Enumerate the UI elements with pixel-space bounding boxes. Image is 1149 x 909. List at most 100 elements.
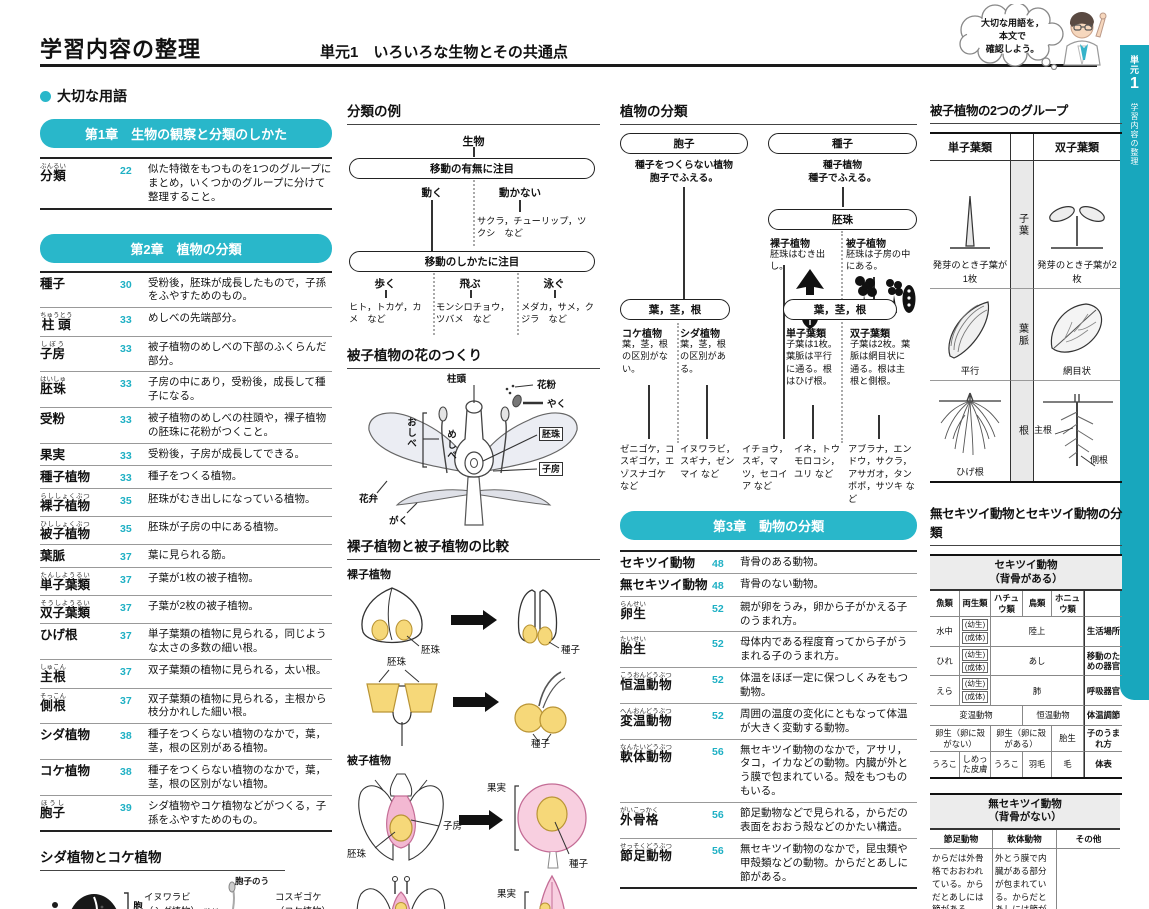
breathing-lungs: 肺	[991, 676, 1084, 707]
gymnosperm-desc: 胚珠はむき出し。	[770, 249, 826, 272]
col-corner	[1084, 591, 1122, 617]
invertebrate-title-line1: 無セキツイ動物	[988, 797, 1062, 810]
angiosperm-groups-table: 単子葉類 双子葉類 発芽のとき子葉が1枚 子葉 発芽のとき子葉が2枚	[930, 132, 1122, 483]
swim-examples: メダカ，サメ，クジラ など	[521, 302, 594, 325]
fern-desc: 葉，茎，根の区別がある。	[680, 339, 726, 374]
term: 変温動物へんおんどうぶつ	[620, 707, 672, 728]
term: ひげ根	[40, 628, 78, 643]
term: 卵生らんせい	[620, 600, 646, 621]
net-vein-leaf-icon	[1050, 303, 1103, 353]
term-page-number: 52	[712, 602, 724, 615]
ovule-pill: 胚珠	[768, 209, 917, 230]
other-description	[1057, 849, 1120, 909]
moss-caption-block: コスギゴケ（コケ植物）のからだのつくり 仮根	[275, 877, 332, 909]
term-page-number: 37	[120, 551, 132, 564]
term-page-number: 37	[120, 666, 132, 679]
term: 恒温動物こうおんどうぶつ	[620, 672, 672, 693]
connector-line	[842, 187, 844, 207]
seed-desc1: 種子植物	[822, 160, 863, 171]
key-terms-heading: 大切な用語	[40, 86, 332, 106]
animal-classification-heading: 無セキツイ動物とセキツイ動物の分類	[930, 503, 1123, 546]
ovule-label: 胚珠	[539, 427, 564, 442]
branch-not-move: 動かない	[499, 187, 541, 199]
egg-no-shell: 卵生（卵に殻がない）	[930, 726, 991, 752]
fern-moss-heading: シダ植物とコケ植物	[40, 846, 285, 872]
term-definition: 節足動物などで見られる，からだの表面をおおう殻などのかたい構造。	[740, 807, 908, 833]
header-rule	[40, 64, 1097, 67]
row-label-cotyledon: 子葉	[1010, 161, 1034, 289]
pollen-label: 花粉	[537, 380, 557, 391]
row-label-root: 根	[1010, 381, 1034, 481]
flowchart-root: 生物	[462, 136, 485, 148]
connector-line	[470, 290, 472, 298]
monocot-seedling-icon	[950, 195, 990, 249]
branch-fly: 飛ぶ	[459, 278, 481, 290]
unit-title: 単元1 いろいろな生物とその共通点	[320, 44, 568, 61]
fern-caption: イヌワラビ（シダ植物）の胞子のうと胞子	[144, 892, 200, 909]
term: 胞子ほうし	[40, 799, 66, 820]
term-definition: 子房の中にあり，受粉後，成長して種子になる。	[148, 376, 326, 403]
invertebrate-table: 無セキツイ動物 （背骨がない） 節足動物 軟体動物 その他 からだは外骨格でおお…	[930, 792, 1122, 909]
seed-label: 種子	[561, 645, 581, 656]
term-definition: 体温をほぼ一定に保つしくみをもつ動物。	[740, 672, 908, 699]
term-page-number: 30	[120, 278, 132, 291]
ovule-label: 胚珠	[347, 849, 367, 860]
question-pill-movement: 移動の有無に注目	[349, 158, 595, 179]
temperature-label: 体温調節	[1084, 706, 1122, 727]
connector-line	[473, 147, 475, 157]
term-page-number: 33	[120, 414, 132, 427]
page-title: 学習内容の整理	[40, 37, 202, 62]
ovary-label: 子房	[539, 462, 564, 477]
petal-label: 花弁	[359, 494, 379, 505]
fruit-label: 果実	[487, 783, 507, 794]
flower-structure-heading: 被子植物の花のつくり	[347, 344, 600, 369]
ovary-label: 子房	[443, 821, 463, 832]
breathing-label: 呼吸器官	[1084, 676, 1122, 707]
fern-moss-diagrams: 胞子のう 胞子 イヌワラビ（シダ植物）の胞子のうと胞子 胞子のう 雌株	[40, 876, 332, 909]
connector-line	[812, 405, 814, 439]
term-definition: 胚珠が子房の中にある植物。	[148, 520, 285, 533]
habitat-fish: 水中	[930, 617, 960, 647]
term-page-number: 35	[120, 494, 132, 507]
sepal-label: がく	[389, 516, 409, 527]
bubble-line2: 本文で	[998, 31, 1026, 42]
term: 果実	[40, 447, 66, 462]
connector-line	[519, 200, 521, 212]
term-page-number: 37	[120, 630, 132, 643]
plant-classification-column: 植物の分類 胞子 種子 種子をつくらない植物 胞子でふえる。 種子植物 種子でふ…	[620, 100, 917, 890]
dicot-column-header: 双子葉類	[1034, 134, 1120, 161]
cotyledon-dicot-cell: 発芽のとき子葉が2枚	[1034, 161, 1120, 289]
term-page-number: 38	[120, 730, 132, 743]
invertebrate-table-title: 無セキツイ動物 （背骨がない）	[930, 794, 1120, 830]
glossary-column: 大切な用語 第1章 生物の観察と分類のしかた 分類ぶんるい 22 似た特徴をもつ…	[40, 86, 332, 909]
term-page-number: 37	[120, 694, 132, 707]
term-definition: 葉に見られる筋。	[148, 549, 232, 562]
angiosperm-fruit-diagram: 胚珠 子房 果実 種子	[347, 770, 600, 870]
angiosperm-pod-diagram: 子房 胚珠 果実 種子	[347, 874, 600, 909]
invertebrate-title-line2: （背骨がない）	[988, 811, 1062, 824]
term-definition: 胚珠がむき出しになっている植物。	[148, 492, 316, 505]
skin-mammal: 毛	[1052, 751, 1084, 777]
dicot-seedling-icon	[1049, 206, 1105, 249]
arthropod-description: からだは外骨格でおおわれている。からだとあしには節がある。	[930, 848, 993, 909]
term-definition: 似た特徴をもつものを1つのグループにまとめ，いくつかのグループに分けて整理するこ…	[148, 163, 332, 203]
term-definition: 受粉後，子房が成長してできる。	[148, 447, 305, 460]
cotyledon-dicot-text: 発芽のとき子葉が2枚	[1037, 260, 1117, 284]
term-definition: シダ植物やコケ植物などがつくる，子孫をふやすためのもの。	[148, 799, 327, 826]
angiosperm-subheading: 被子植物	[347, 755, 391, 767]
col-reptile: ハチュウ類	[991, 591, 1023, 617]
term: 双子葉類そうしようるい	[40, 600, 91, 621]
term-definition: 種子をつくる植物。	[148, 470, 243, 483]
moss-desc: 葉，茎，根の区別がない。	[622, 339, 668, 374]
fern-sporangium-diagram: 胞子のう 胞子	[40, 877, 142, 909]
skin-fish: うろこ	[930, 751, 960, 777]
term-definition: 子葉が2枚の被子植物。	[148, 600, 259, 613]
